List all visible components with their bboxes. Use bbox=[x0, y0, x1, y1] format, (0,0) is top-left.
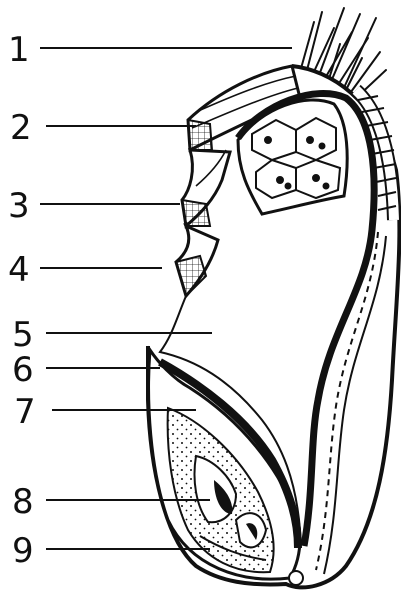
callout-4: 4 bbox=[8, 250, 30, 290]
callout-numbers: 1 2 3 4 5 6 7 8 9 bbox=[8, 30, 36, 571]
callout-8: 8 bbox=[12, 482, 34, 522]
callout-3: 3 bbox=[8, 186, 30, 226]
callout-6: 6 bbox=[12, 350, 34, 390]
callout-2: 2 bbox=[10, 108, 32, 148]
basal-point bbox=[289, 571, 303, 585]
callout-5: 5 bbox=[12, 315, 34, 355]
callout-7: 7 bbox=[14, 392, 36, 432]
callout-9: 9 bbox=[12, 531, 34, 571]
callout-1: 1 bbox=[8, 30, 30, 70]
